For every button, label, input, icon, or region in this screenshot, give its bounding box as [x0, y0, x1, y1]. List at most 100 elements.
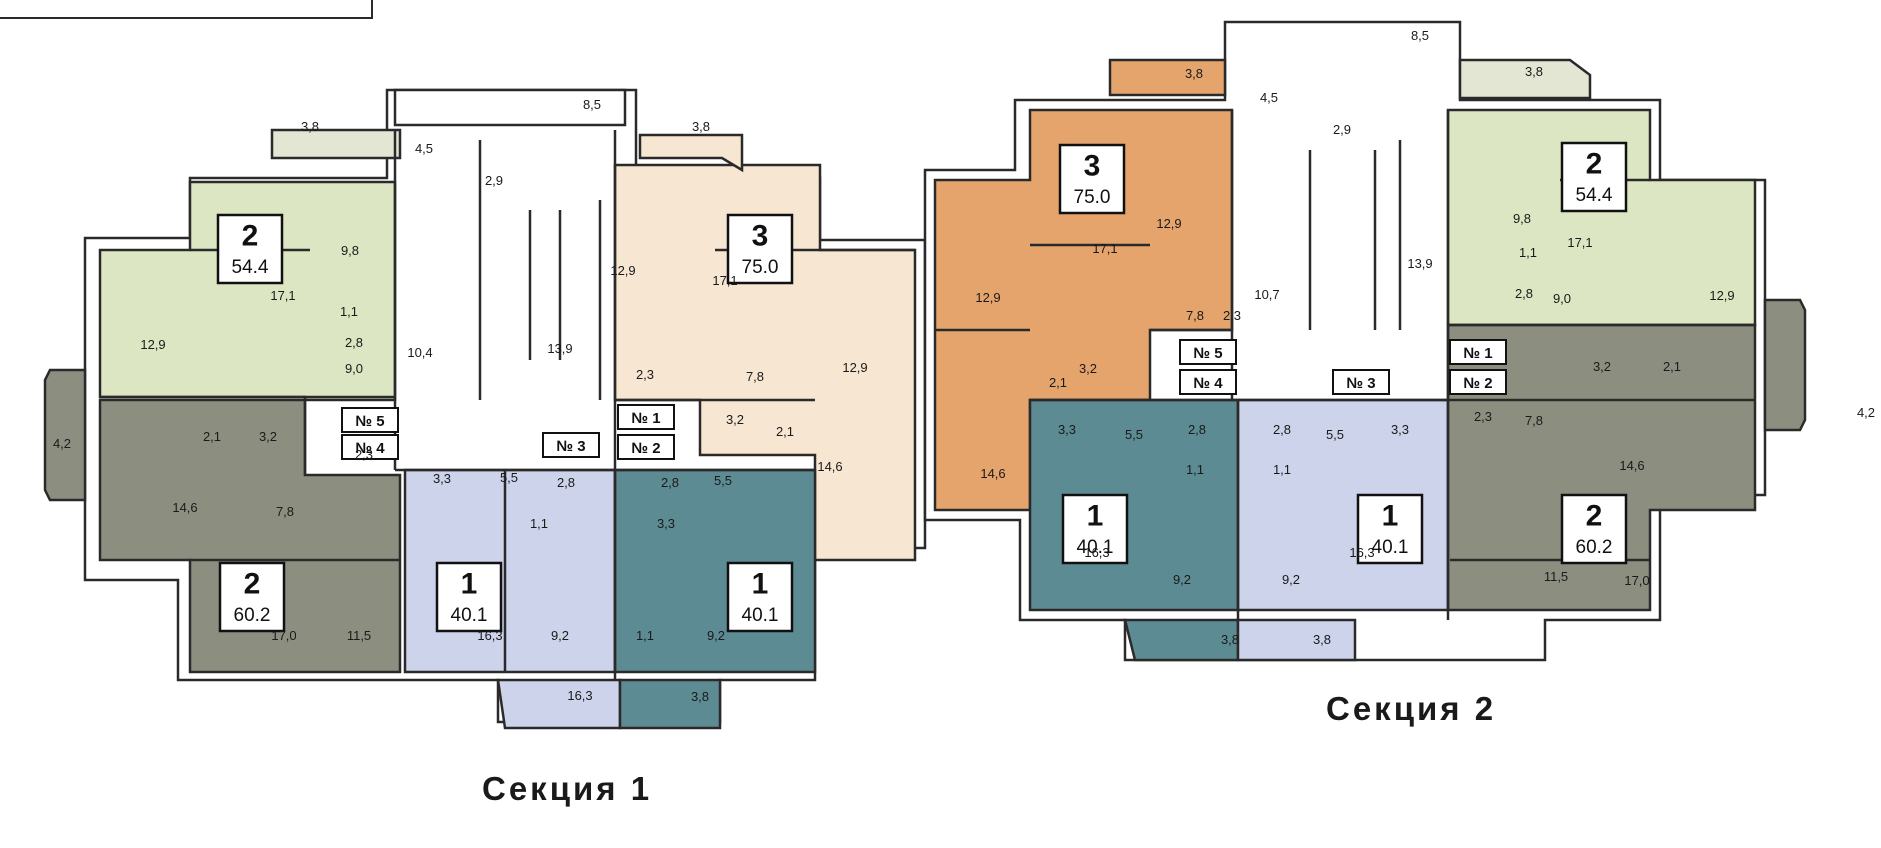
- room-area-s2-30: 2,8: [1273, 422, 1291, 437]
- apt-label-s1-4-area: 40.1: [742, 605, 779, 626]
- balcony-s1-top-left: [270, 128, 402, 160]
- room-area-s1-38: 1,1: [636, 628, 654, 643]
- room-area-s1-36: 5,5: [714, 473, 732, 488]
- room-area-s1-35: 2,8: [661, 475, 679, 490]
- door-number-s1-4: № 2: [617, 434, 675, 460]
- room-area-s2-25: 5,5: [1125, 427, 1143, 442]
- apt-label-s2-0-rooms: 3: [1084, 150, 1101, 183]
- apt-label-s2-0: 375.0: [1058, 143, 1126, 215]
- apt-label-s2-1-area: 54.4: [1576, 185, 1613, 206]
- room-area-s2-37: 7,8: [1525, 413, 1543, 428]
- room-area-s1-12: 13,9: [547, 341, 572, 356]
- door-number-s1-1-text: № 4: [355, 440, 385, 457]
- apt-label-s2-2-frame: [1061, 493, 1129, 565]
- section-2-caption: Секция 2: [1326, 690, 1497, 727]
- apt-label-s1-0-frame: [216, 213, 284, 285]
- door-number-s2-0-text: № 5: [1193, 345, 1222, 362]
- room-area-s2-4: 3,8: [1525, 64, 1543, 79]
- room-area-s2-35: 16,3: [1349, 545, 1374, 560]
- room-area-s2-22: 2,1: [1663, 359, 1681, 374]
- balcony-s2-top-right: [1458, 58, 1592, 100]
- room-area-s1-33: 16,3: [477, 628, 502, 643]
- room-area-s2-32: 3,3: [1391, 422, 1409, 437]
- room-area-s2-39: 11,5: [1544, 569, 1568, 584]
- apt-label-s2-1-frame: [1560, 141, 1628, 213]
- door-number-s1-2-frame: [542, 432, 600, 458]
- room-area-s2-27: 1,1: [1186, 462, 1204, 477]
- room-area-s2-33: 1,1: [1273, 462, 1291, 477]
- apt-label-s2-4-rooms: 2: [1586, 500, 1603, 533]
- room-area-s2-34: 9,2: [1282, 572, 1300, 587]
- room-area-s2-36: 2,3: [1474, 409, 1492, 424]
- door-number-s1-3-text: № 1: [631, 410, 660, 427]
- apt-label-s2-2-rooms: 1: [1087, 500, 1104, 533]
- room-area-s2-15: 9,8: [1513, 211, 1531, 226]
- door-number-s1-1-frame: [341, 434, 399, 460]
- room-area-s1-8: 2,8: [345, 335, 363, 350]
- room-area-s1-37: 3,3: [657, 516, 675, 531]
- apt-label-s1-3-frame: [435, 561, 503, 633]
- room-area-s2-10: 10,7: [1254, 287, 1279, 302]
- balcony-s2-bottom-right: [1236, 618, 1357, 662]
- door-number-s2-4-text: № 2: [1463, 375, 1492, 392]
- door-number-s2-2: № 3: [1332, 369, 1390, 395]
- room-area-s2-40: 17,0: [1624, 573, 1649, 588]
- door-number-s1-4-text: № 2: [631, 440, 660, 457]
- room-area-s1-34: 9,2: [551, 628, 569, 643]
- apt-label-s1-2-area: 60.2: [234, 605, 271, 626]
- room-area-s2-0: 8,5: [1411, 28, 1429, 43]
- room-area-s1-9: 12,9: [140, 337, 165, 352]
- room-area-s1-4: 2,9: [485, 173, 503, 188]
- room-area-s1-19: 2,1: [776, 424, 794, 439]
- door-number-s1-2-text: № 3: [556, 438, 585, 455]
- room-area-s2-38: 14,6: [1619, 458, 1644, 473]
- room-area-s2-7: 12,9: [1156, 216, 1181, 231]
- apt-label-s1-2: 260.2: [218, 561, 286, 633]
- balcony-s2-top-left: [1108, 58, 1227, 97]
- door-number-s1-1: № 4: [341, 434, 399, 460]
- apt-label-s1-4-rooms: 1: [752, 568, 769, 601]
- room-area-s2-13: 14,6: [980, 466, 1005, 481]
- balcony-s1-top-right: [638, 133, 744, 173]
- apt-label-s1-2-rooms: 2: [244, 568, 261, 601]
- room-area-s2-5: 12,9: [975, 290, 1000, 305]
- door-number-s2-3-frame: [1449, 339, 1507, 365]
- room-area-s1-10: 9,0: [345, 361, 363, 376]
- room-area-s2-11: 3,2: [1079, 361, 1097, 376]
- room-area-s1-3: 4,5: [415, 141, 433, 156]
- balcony-s2-right: [1763, 298, 1807, 432]
- apt-label-s1-2-frame: [218, 561, 286, 633]
- apt-label-s2-1-rooms: 2: [1586, 148, 1603, 181]
- apt-label-s2-0-area: 75.0: [1074, 187, 1111, 208]
- apt-label-s2-4-frame: [1560, 493, 1628, 565]
- room-area-s2-20: 12,9: [1709, 288, 1734, 303]
- room-area-s1-31: 2,8: [557, 475, 575, 490]
- door-number-s2-3-text: № 1: [1463, 345, 1492, 362]
- door-number-s2-2-frame: [1332, 369, 1390, 395]
- room-area-s1-1: 3,8: [692, 119, 710, 134]
- door-number-s2-0: № 5: [1179, 339, 1237, 365]
- room-area-s2-3: 2,9: [1333, 122, 1351, 137]
- room-area-s1-32: 1,1: [530, 516, 548, 531]
- apt-label-s1-1-area: 75.0: [742, 257, 779, 278]
- room-area-s1-39: 9,2: [707, 628, 725, 643]
- room-area-s2-8: 7,8: [1186, 308, 1204, 323]
- room-area-s1-24: 2,3: [355, 447, 373, 462]
- apt-label-s2-2: 140.1: [1061, 493, 1129, 565]
- room-area-s1-14: 17,1: [712, 273, 737, 288]
- room-area-s1-2: 8,5: [583, 97, 601, 112]
- section-1-caption: Секция 1: [482, 770, 653, 807]
- door-number-s2-3: № 1: [1449, 339, 1507, 365]
- apt-label-s1-3-area: 40.1: [451, 605, 488, 626]
- apt-label-s1-1-frame: [726, 213, 794, 285]
- room-area-s1-29: 3,3: [433, 471, 451, 486]
- room-area-s1-18: 3,2: [726, 412, 744, 427]
- room-area-s2-42: 3,8: [1313, 632, 1331, 647]
- room-area-s1-28: 11,5: [347, 628, 371, 643]
- apt-label-s2-3-rooms: 1: [1382, 500, 1399, 533]
- apt-label-s2-1: 254.4: [1560, 141, 1628, 213]
- frame-edge: [0, 0, 373, 19]
- room-area-s1-15: 2,3: [636, 367, 654, 382]
- room-area-s1-22: 2,1: [203, 429, 221, 444]
